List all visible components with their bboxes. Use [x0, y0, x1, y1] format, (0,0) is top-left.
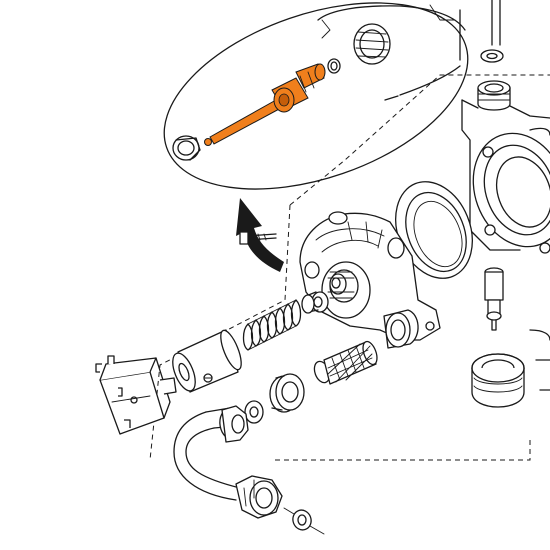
bottom-washer [283, 507, 325, 535]
inlet-fitting [269, 373, 305, 413]
switch-housing [172, 329, 242, 393]
filter-screen [313, 340, 378, 385]
lower-right-cap [471, 329, 550, 408]
valve-body-right [395, 0, 550, 279]
microswitch [95, 355, 177, 435]
temperature-sensor [484, 267, 504, 331]
callout-housing [317, 4, 466, 101]
screw [239, 231, 277, 245]
callout-o-ring [327, 58, 341, 74]
zoom-callout [163, 2, 469, 190]
seal-washer-small [244, 400, 264, 424]
pipe-nut [235, 475, 283, 519]
inlet-pipe [173, 405, 283, 519]
flange [472, 127, 550, 254]
piston-and-spring [242, 291, 329, 351]
curved-arrow-up-icon [236, 198, 284, 272]
callout-nut [172, 135, 201, 161]
diaphragm-cover [299, 211, 441, 349]
highlighted-valve-pin [204, 63, 326, 146]
